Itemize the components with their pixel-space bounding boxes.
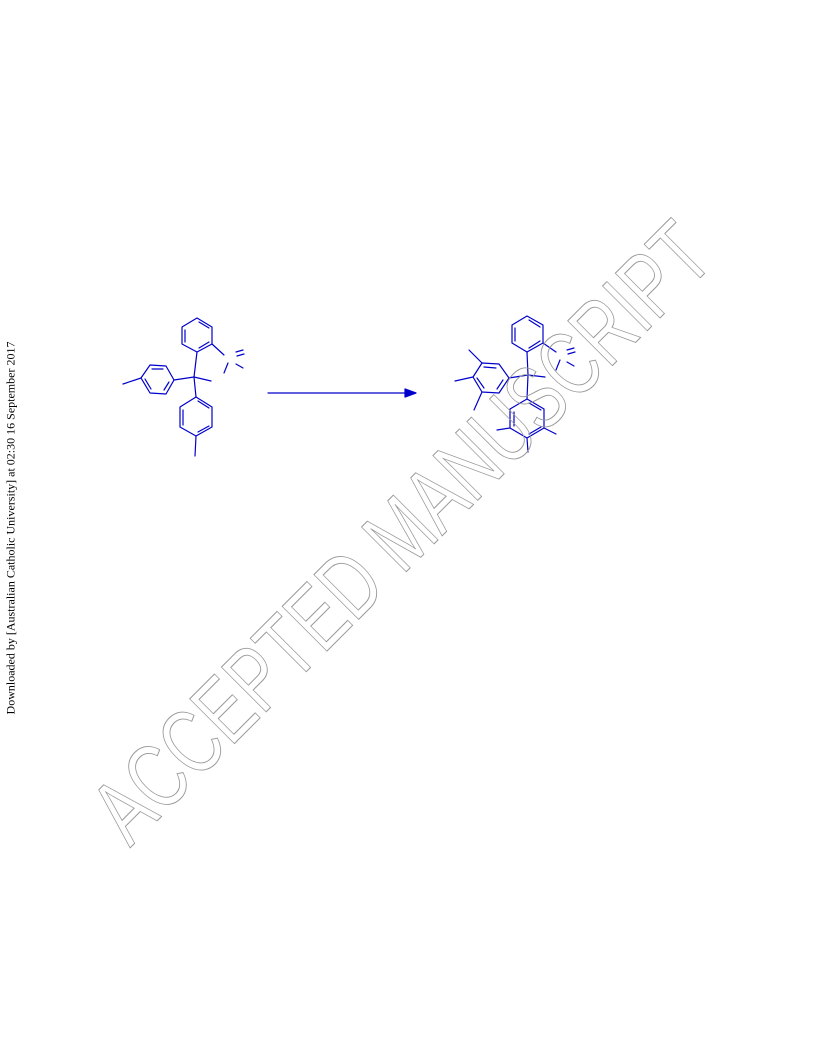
reactant-benzo-ring [181, 317, 213, 353]
reactant-bottom-tolyl-ring [179, 396, 213, 457]
product-bottom-aryl-ring [496, 398, 557, 453]
product-central-carbon [508, 351, 546, 400]
reactant-heterocycle [211, 343, 245, 374]
reactant-central-carbon [173, 351, 212, 398]
reactant-left-tolyl-ring [122, 364, 175, 395]
reactant-structure [122, 317, 245, 457]
reaction-arrow-icon [267, 388, 417, 398]
product-benzo-ring [511, 315, 544, 353]
product-heterocycle [542, 342, 576, 371]
product-left-aryl-ring [454, 349, 510, 411]
product-structure [454, 315, 576, 453]
